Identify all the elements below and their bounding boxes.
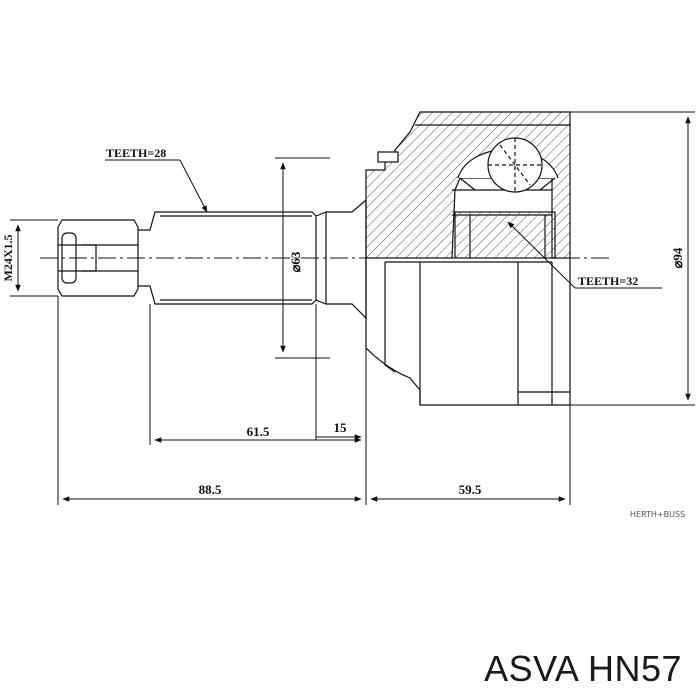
bell-housing-lower <box>365 258 571 406</box>
dim-88-5: 88.5 <box>199 482 222 497</box>
dia63-dimension <box>275 157 330 359</box>
ball-cage <box>457 137 559 193</box>
teeth32-label: TEETH=32 <box>578 274 638 288</box>
watermark-text: HERTH+BUSS <box>630 510 685 519</box>
splined-shaft <box>138 198 367 320</box>
product-caption: ASVA HN57 <box>484 648 682 689</box>
threaded-stub <box>57 219 139 297</box>
teeth28-leader <box>105 159 208 213</box>
dia94-label: ⌀94 <box>670 247 685 268</box>
teeth28-label: TEETH=28 <box>106 146 166 160</box>
dia63-label: ⌀63 <box>288 251 303 272</box>
dim-61-5: 61.5 <box>247 424 270 439</box>
dim-59-5: 59.5 <box>459 482 482 497</box>
teeth32-leader <box>507 221 662 289</box>
length-dimensions <box>57 296 571 505</box>
thread-label: M24X1.5 <box>1 235 15 282</box>
dia94-dimension <box>570 111 695 406</box>
dim-15: 15 <box>334 420 348 435</box>
thread-dimension <box>10 219 58 297</box>
